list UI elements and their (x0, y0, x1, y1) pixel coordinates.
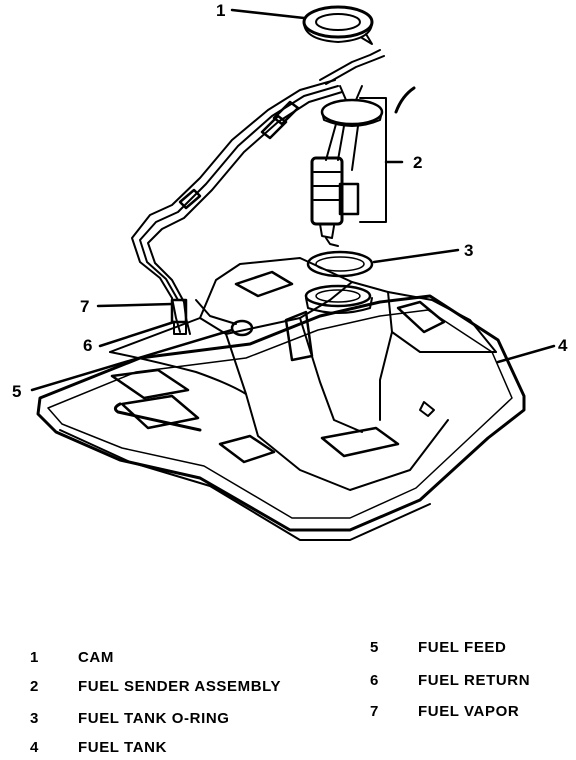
callout-5: 5 (12, 382, 22, 401)
legend-label: FUEL SENDER ASSEMBLY (78, 678, 282, 695)
legend-number: 2 (30, 678, 39, 695)
legend-number: 3 (30, 710, 39, 727)
legend-number: 4 (30, 739, 39, 756)
legend-label: CAM (78, 649, 114, 666)
leader-lines (30, 8, 556, 392)
fuel-tank-o-ring (306, 250, 374, 278)
cam-ring (302, 5, 374, 45)
callout-3: 3 (464, 241, 474, 260)
callout-4: 4 (558, 336, 568, 355)
fuel-tank (36, 257, 526, 541)
callout-6: 6 (83, 336, 93, 355)
legend-number: 5 (370, 639, 379, 656)
legend-number: 6 (370, 672, 379, 689)
fuel-tank-exploded-diagram (30, 5, 556, 541)
fuel-sender-assembly (310, 85, 416, 247)
legend-label: FUEL FEED (418, 639, 507, 656)
legend-label: FUEL VAPOR (418, 703, 520, 720)
fuel-lines (131, 49, 385, 337)
callout-1: 1 (216, 1, 226, 20)
legend-number: 7 (370, 703, 379, 720)
legend-label: FUEL TANK (78, 739, 168, 756)
legend-label: FUEL RETURN (418, 672, 531, 689)
legend-number: 1 (30, 649, 39, 666)
callout-7: 7 (80, 297, 90, 316)
legend-label: FUEL TANK O-RING (78, 710, 230, 727)
callout-2: 2 (413, 153, 423, 172)
